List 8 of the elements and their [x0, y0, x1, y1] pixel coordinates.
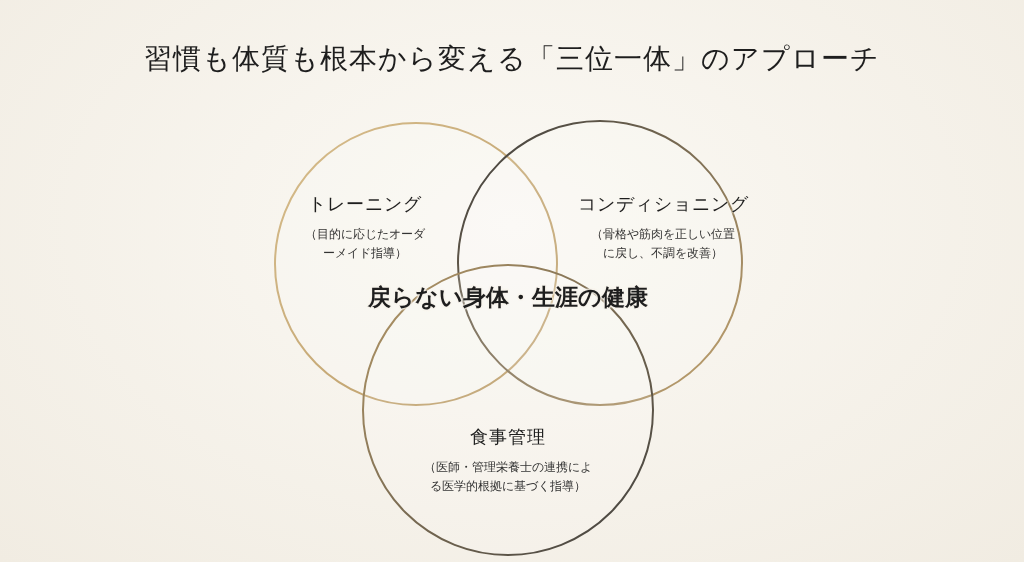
circle-heading: 食事管理 [470, 425, 546, 449]
title: 習慣も体質も根本から変える「三位一体」のアプローチ [143, 41, 881, 77]
circle-heading: コンディショニング [577, 192, 749, 216]
circle-description: （医師・管理栄養士の連携による医学的根拠に基づく指導） [423, 459, 593, 495]
circle-heading: トレーニング [308, 192, 422, 216]
center-label: 戻らない身体・生涯の健康 [367, 283, 649, 312]
circle-description: （目的に応じたオーダーメイド指導） [305, 226, 425, 262]
circle-description: （骨格や筋肉を正しい位置に戻し、不調を改善） [590, 226, 736, 262]
